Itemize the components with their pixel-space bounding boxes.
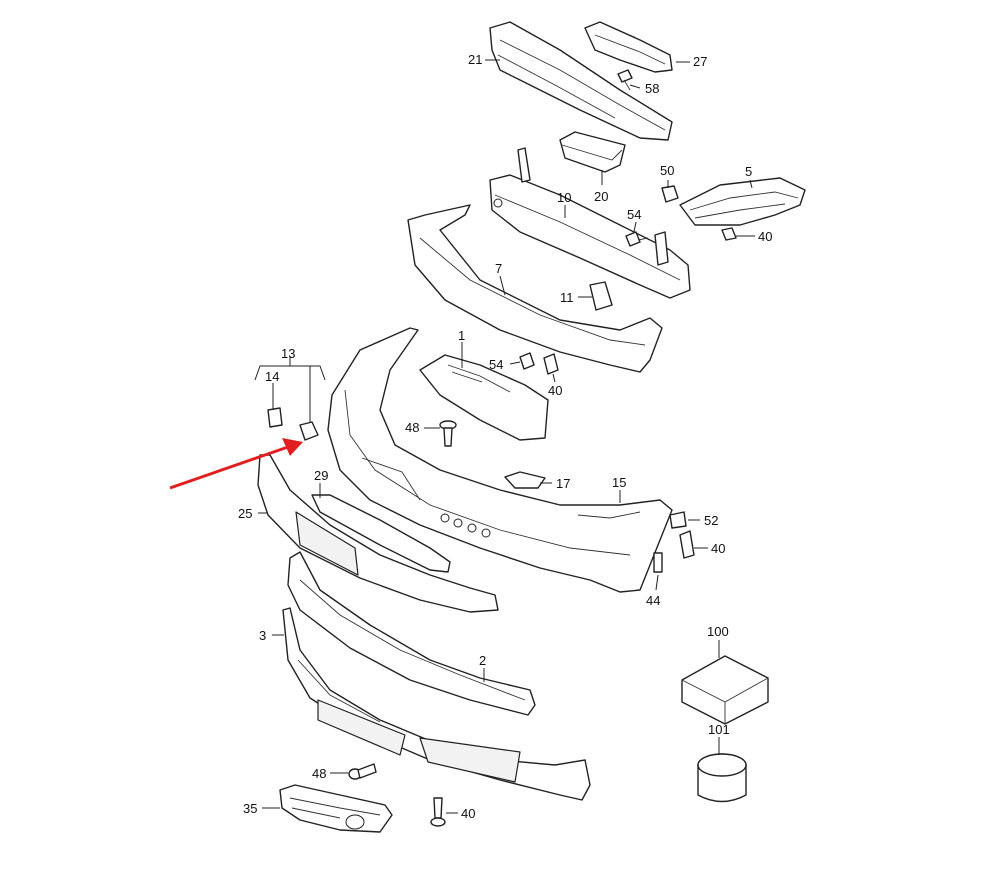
callout-3: 3	[259, 628, 266, 643]
callout-48-lower: 48	[312, 766, 326, 781]
part-1-grille-panel	[419, 354, 549, 441]
part-15-bumper-shell	[327, 327, 673, 593]
part-54-bolt-upper	[625, 231, 649, 247]
callout-54-middle: 54	[489, 357, 503, 372]
part-48-screw-upper	[439, 420, 457, 447]
part-101-cap	[697, 753, 747, 803]
part-48-screw-lower	[348, 763, 377, 780]
part-100-pad	[681, 655, 769, 725]
callout-2: 2	[479, 653, 486, 668]
part-7-reinforcement	[407, 204, 663, 373]
part-17-insert	[504, 471, 546, 489]
red-pointer-arrow	[169, 438, 303, 490]
callout-20: 20	[594, 189, 608, 204]
part-10-crossmember	[489, 147, 691, 299]
callout-35: 35	[243, 801, 257, 816]
part-40-bolt-upper	[721, 227, 737, 241]
callout-21: 21	[468, 52, 482, 67]
part-21-upper-absorber	[489, 21, 673, 141]
callout-48-upper: 48	[405, 420, 419, 435]
part-54-bolt-middle	[519, 352, 535, 370]
part-40-bolt-middle	[543, 353, 559, 375]
callout-17: 17	[556, 476, 570, 491]
callout-27: 27	[693, 54, 707, 69]
callout-40-upper: 40	[758, 229, 772, 244]
callout-5: 5	[745, 164, 752, 179]
callout-54-upper: 54	[627, 207, 641, 222]
callout-13: 13	[281, 346, 295, 361]
part-5-side-bracket	[679, 177, 806, 226]
part-50-clip	[661, 185, 679, 203]
callout-40-side: 40	[711, 541, 725, 556]
part-25-cover	[257, 454, 499, 613]
part-52-clip	[669, 511, 687, 529]
callout-11: 11	[560, 290, 574, 305]
part-27-bracket	[584, 21, 673, 73]
callout-44: 44	[646, 593, 660, 608]
callout-29: 29	[314, 468, 328, 483]
part-58-screw	[617, 69, 633, 91]
part-40-bolt-side	[679, 530, 695, 559]
callout-7: 7	[495, 261, 502, 276]
part-35-grille-insert	[279, 784, 393, 833]
callout-14: 14	[265, 369, 279, 384]
part-44-pin	[653, 552, 663, 573]
part-14-clip	[267, 407, 283, 428]
part-3-lower-section	[282, 607, 591, 801]
callout-58: 58	[645, 81, 659, 96]
callout-1: 1	[458, 328, 465, 343]
callout-101: 101	[708, 722, 730, 737]
callout-40-lower: 40	[461, 806, 475, 821]
callout-100: 100	[707, 624, 729, 639]
part-13-cap	[299, 421, 319, 441]
callout-10: 10	[557, 190, 571, 205]
leader-lines	[254, 59, 755, 814]
part-29-strip	[311, 494, 451, 573]
part-20-box	[559, 131, 626, 173]
callout-25: 25	[238, 506, 252, 521]
callout-40-middle: 40	[548, 383, 562, 398]
part-11-bracket	[589, 281, 613, 311]
part-2-spoiler	[287, 551, 536, 716]
callout-50: 50	[660, 163, 674, 178]
callout-15: 15	[612, 475, 626, 490]
callout-labels: 21 27 58 20 50 5 10 54 40 7 11 1 54 40 1…	[238, 52, 772, 821]
callout-52: 52	[704, 513, 718, 528]
part-40-screw-lower	[430, 797, 446, 827]
